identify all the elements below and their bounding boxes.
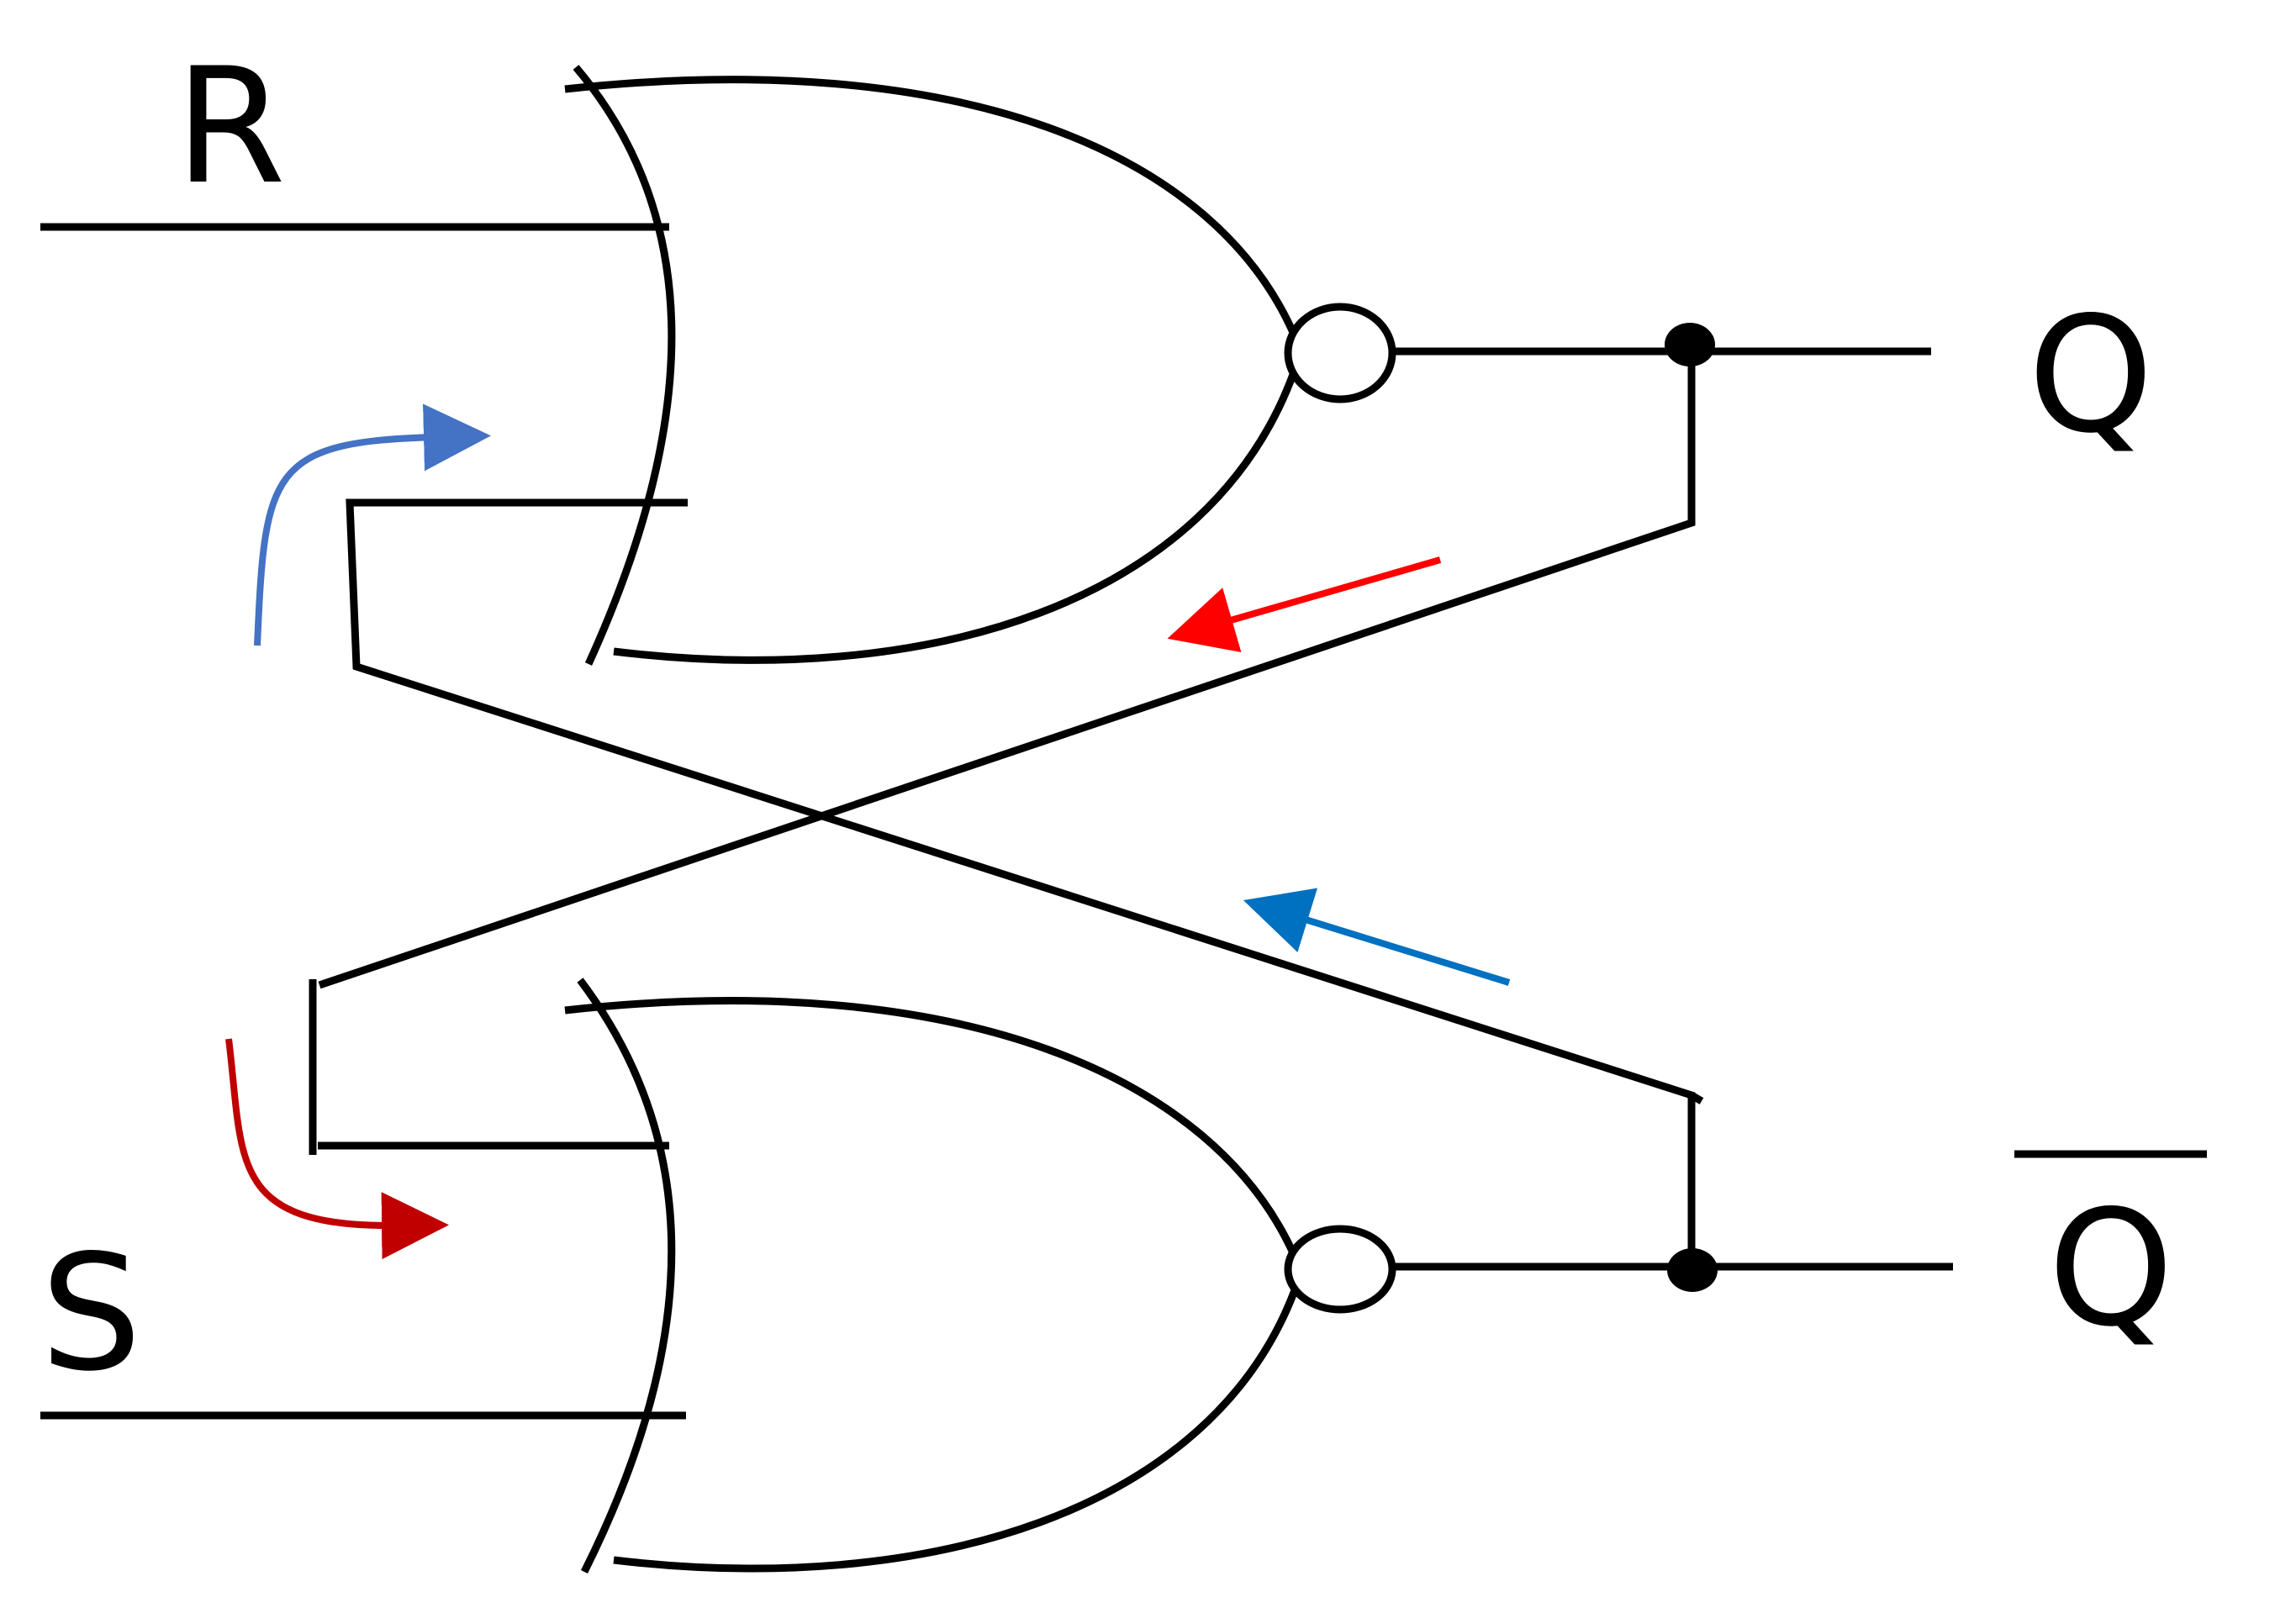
- q-bar-junction-node: [1667, 1248, 1718, 1292]
- flow-arrow-q-bar-feedback: [1243, 888, 1511, 986]
- nor-gate-top-back-curve: [573, 65, 676, 666]
- nor-gate-bottom-inversion-bubble: [1284, 1225, 1396, 1314]
- nor-gate-bottom-upper-curve: [564, 997, 1299, 1258]
- q-bar-output-label: Q: [2048, 1176, 2174, 1362]
- flow-arrow-top-input: [254, 403, 491, 646]
- q-junction-node: [1665, 323, 1715, 366]
- q-bar-feedback-wire: [346, 498, 1696, 1267]
- nor-gate-top-inversion-bubble: [1284, 303, 1396, 403]
- flow-arrow-q-feedback: [1167, 556, 1442, 652]
- nor-gate-bottom: [564, 978, 1396, 1574]
- nor-gate-bottom-lower-curve: [613, 1289, 1299, 1573]
- q-feedback-wire: [318, 353, 1696, 989]
- s-input-label: S: [40, 1220, 142, 1406]
- flow-arrow-bottom-input: [225, 1038, 449, 1260]
- q-bar-feedback-tick: [1689, 1092, 1704, 1104]
- nor-gate-top-lower-curve: [613, 368, 1299, 664]
- nor-gate-top-upper-curve: [564, 76, 1299, 338]
- nor-gate-bottom-back-curve: [577, 978, 676, 1574]
- q-output-label: Q: [2028, 282, 2154, 468]
- r-input-label: R: [175, 34, 286, 219]
- nor-gate-top: [564, 65, 1396, 666]
